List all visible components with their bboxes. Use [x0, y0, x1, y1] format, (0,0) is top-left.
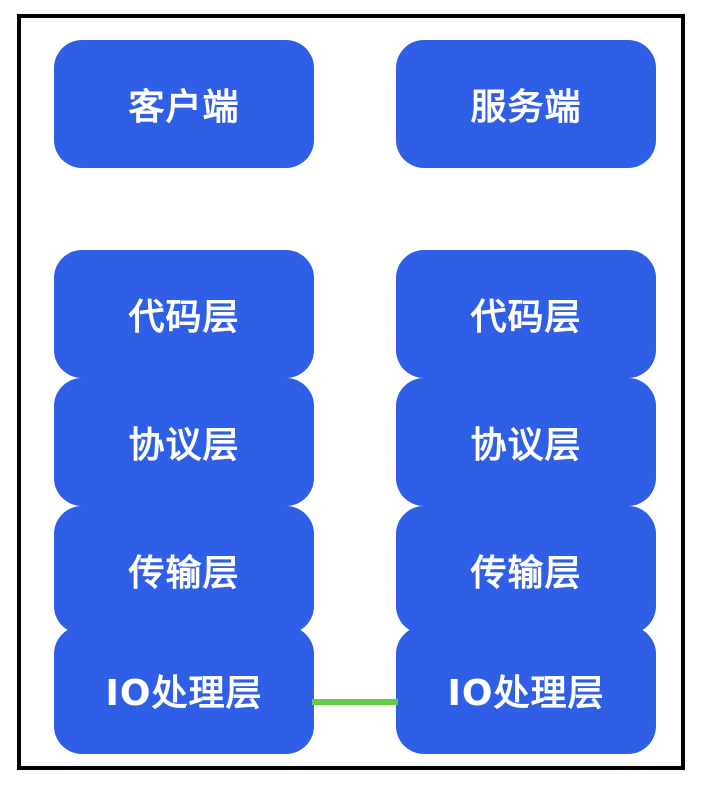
client-layer-code: 代码层 [54, 250, 314, 378]
server-layer-transport-label: 传输层 [470, 553, 582, 594]
client-layer-io-label: IO处理层 [105, 673, 263, 714]
server-layer-code-label: 代码层 [470, 297, 582, 338]
client-title-box: 客户端 [54, 40, 314, 168]
client-layer-protocol: 协议层 [54, 378, 314, 506]
server-layer-io-label: IO处理层 [447, 673, 605, 714]
server-layer-protocol-label: 协议层 [470, 425, 582, 466]
server-layer-code: 代码层 [396, 250, 656, 378]
server-layer-io: IO处理层 [396, 626, 656, 754]
client-layer-code-label: 代码层 [128, 297, 240, 338]
client-layer-protocol-label: 协议层 [128, 425, 240, 466]
client-layer-transport-label: 传输层 [128, 553, 240, 594]
server-title: 服务端 [470, 87, 582, 128]
client-layer-io: IO处理层 [54, 626, 314, 754]
server-layer-transport: 传输层 [396, 506, 656, 634]
server-layer-protocol: 协议层 [396, 378, 656, 506]
server-title-box: 服务端 [396, 40, 656, 168]
io-layer-connection-line [312, 699, 398, 705]
client-layer-transport: 传输层 [54, 506, 314, 634]
client-title: 客户端 [128, 87, 240, 128]
